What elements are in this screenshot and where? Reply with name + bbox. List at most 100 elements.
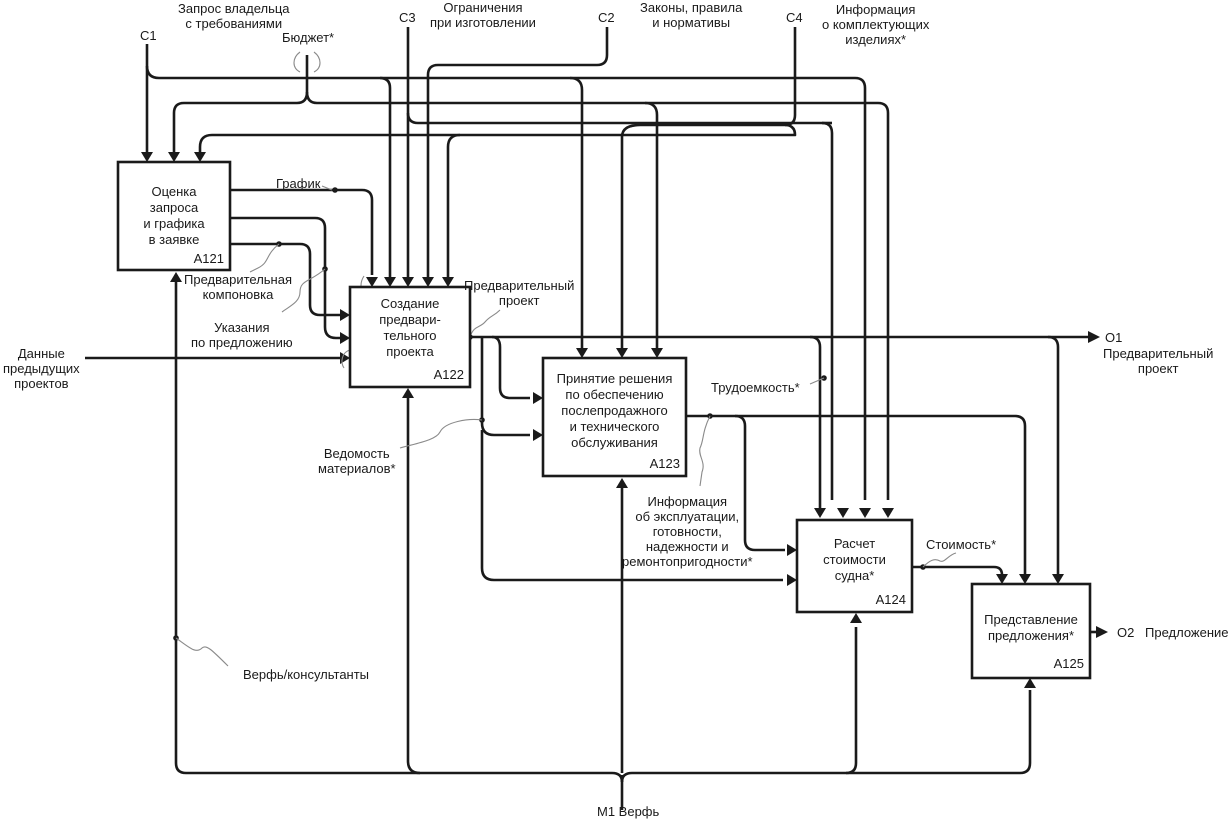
arrow-a123-out (686, 414, 1027, 575)
arrow-label-ops-info: Информация об эксплуатации, готовности, … (622, 494, 753, 569)
activity-title-a125: Представление предложения* (984, 612, 1078, 643)
label-leaders (175, 51, 957, 667)
arrowhead (194, 152, 206, 162)
leader-bom (399, 418, 483, 449)
activity-id-a124: A124 (875, 592, 906, 607)
arrow-label-proposal-guidance: Указания по предложению (191, 320, 293, 350)
arrow-label-schedule: График (276, 176, 321, 191)
leader-schedule (321, 185, 333, 191)
arrowhead (576, 348, 588, 358)
leader-ops (699, 415, 711, 487)
arrow-ops-info-to-a124 (734, 414, 785, 552)
arrow-label-yard-consultants: Верфь/консультанты (243, 667, 370, 682)
arrowhead (402, 277, 414, 287)
arrowhead (882, 508, 894, 518)
arrow-c2-to-a123 (569, 76, 584, 350)
arrow-label-labor: Трудоемкость* (711, 380, 800, 395)
activity-title-a123: Принятие решения по обеспечению послепро… (556, 371, 673, 450)
input-label-prev-data: Данные предыдущих проектов (3, 346, 80, 391)
tunnel-label-budget: Бюджет* (282, 30, 335, 45)
arrow-label-prelim-layout: Предварительная компоновка (184, 272, 292, 302)
arrow-guidance (230, 216, 340, 340)
arrowhead (533, 429, 543, 441)
output-label-o1: Предварительный проект (1103, 346, 1214, 376)
arrowhead (1088, 331, 1100, 343)
arrow-c4-join (784, 123, 797, 137)
arrowhead (837, 508, 849, 518)
activity-box-a121[interactable] (116, 160, 232, 272)
arrowhead (340, 352, 350, 364)
control-label-c1: Запрос владельца с требованиями (178, 1, 290, 31)
leader-cost (922, 552, 957, 568)
arrow-a122-to-a123-1 (491, 335, 530, 400)
activity-box-a123[interactable] (541, 356, 688, 478)
arrowhead (1019, 574, 1031, 584)
arrowhead (787, 544, 797, 556)
control-code-c2: C2 (598, 10, 615, 25)
arrow-budget-stem (172, 55, 309, 155)
arrow-a122-to-a123-2 (480, 337, 530, 437)
tunnel-a122-left (341, 349, 351, 369)
activity-title-a124: Расчет стоимости судна* (823, 536, 886, 583)
arrow-m1-to-a122 (406, 395, 421, 775)
arrowhead (616, 478, 628, 488)
control-label-c2: Законы, правила и нормативы (640, 0, 743, 30)
arrow-cost (912, 565, 1004, 577)
activity-box-a124[interactable] (795, 518, 914, 614)
activity-id-a122: A122 (433, 367, 464, 382)
arrow-c4-to-a122 (446, 133, 461, 280)
arrowhead (859, 508, 871, 518)
control-label-c4: Информация о комплектующих изделиях* (822, 2, 930, 47)
output-label-o2: Предложение (1145, 625, 1229, 640)
arrow-c2-to-a123-b (644, 101, 659, 350)
arrow-m1-left (174, 280, 624, 783)
mechanism-label-m1: M1 Верфь (597, 804, 660, 819)
arrow-c4 (620, 27, 797, 350)
control-label-c3: Ограничения при изготовлении (430, 0, 536, 30)
activity-id-a123: A123 (649, 456, 680, 471)
leader-labor (809, 377, 825, 385)
arrow-label-bom: Ведомость материалов* (318, 446, 396, 476)
output-code-o1: O1 (1105, 330, 1123, 345)
arrow-schedule (230, 188, 374, 275)
arrowhead (422, 277, 434, 287)
arrowhead (384, 277, 396, 287)
arrow-label-cost: Стоимость* (926, 537, 997, 552)
arrowhead (1052, 574, 1064, 584)
arrowhead (814, 508, 826, 518)
arrowhead (996, 574, 1008, 584)
arrowhead (141, 152, 153, 162)
arrow-m1-to-a124 (845, 627, 858, 775)
activity-title-a122: Создание предвари- тельного проекта (379, 296, 441, 359)
arrowhead (170, 272, 182, 282)
leader-guidance (281, 268, 326, 313)
output-code-o2: O2 (1117, 625, 1135, 640)
activity-box-a125[interactable] (970, 582, 1092, 680)
arrowheads (141, 152, 1108, 688)
arrow-m1-right (620, 690, 1032, 783)
arrow-budget-right (305, 91, 890, 500)
arrow-c2 (426, 27, 609, 280)
arrowhead (616, 348, 628, 358)
junction-dot (332, 187, 338, 193)
arrowhead (366, 277, 378, 287)
arrow-bom-to-a124 (480, 430, 783, 582)
leader-prelim (469, 309, 501, 338)
leader-yard (175, 637, 229, 667)
activity-id-a125: A125 (1053, 656, 1084, 671)
activity-box-a122[interactable] (348, 285, 472, 389)
control-code-c1: C1 (140, 28, 157, 43)
arrowhead (340, 309, 350, 321)
arrowhead (1024, 678, 1036, 688)
arrow-c1-branch-right (380, 76, 867, 500)
arrowhead (340, 332, 350, 344)
arrow-c4-to-a121 (198, 133, 785, 155)
arrowhead (533, 392, 543, 404)
arrowhead (1096, 626, 1108, 638)
tunnel-budget (293, 51, 321, 73)
arrow-o1-to-a125 (1047, 335, 1060, 575)
arrowhead (787, 574, 797, 586)
arrow-label-prelim-project: Предварительный проект (464, 278, 575, 308)
arrowhead (402, 388, 414, 398)
